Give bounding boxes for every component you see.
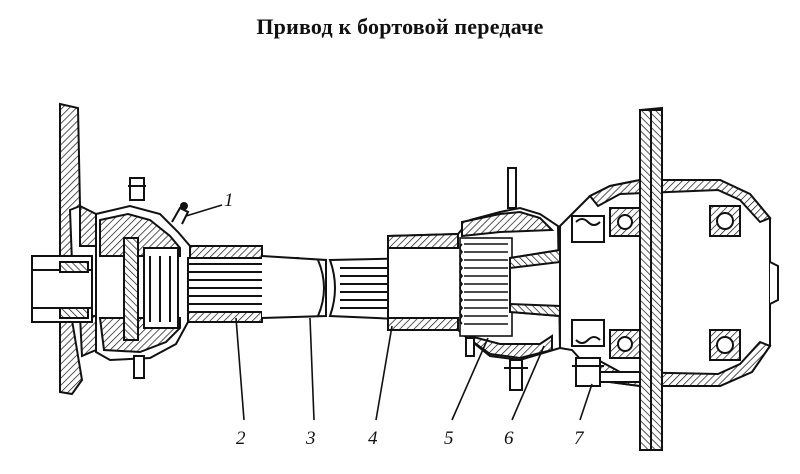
leader-lines <box>185 204 593 421</box>
diagram-title: Привод к бортовой передаче <box>256 14 544 39</box>
callout-label-1: 1 <box>224 190 234 211</box>
bearings <box>609 205 741 361</box>
coupling-spring <box>459 237 513 337</box>
callout-label-2: 2 <box>236 428 246 449</box>
final-drive-casing <box>559 106 771 451</box>
left-drive-shaft <box>261 255 327 319</box>
callout-label-5: 5 <box>444 428 454 449</box>
callout-label-3: 3 <box>305 428 316 449</box>
callout-label-6: 6 <box>504 428 514 449</box>
callout-label-4: 4 <box>368 428 378 449</box>
left-coupling-assembly <box>31 102 327 396</box>
right-final-drive-assembly <box>328 106 779 451</box>
left-flange-plate <box>59 102 84 396</box>
callout-label-7: 7 <box>574 428 585 449</box>
